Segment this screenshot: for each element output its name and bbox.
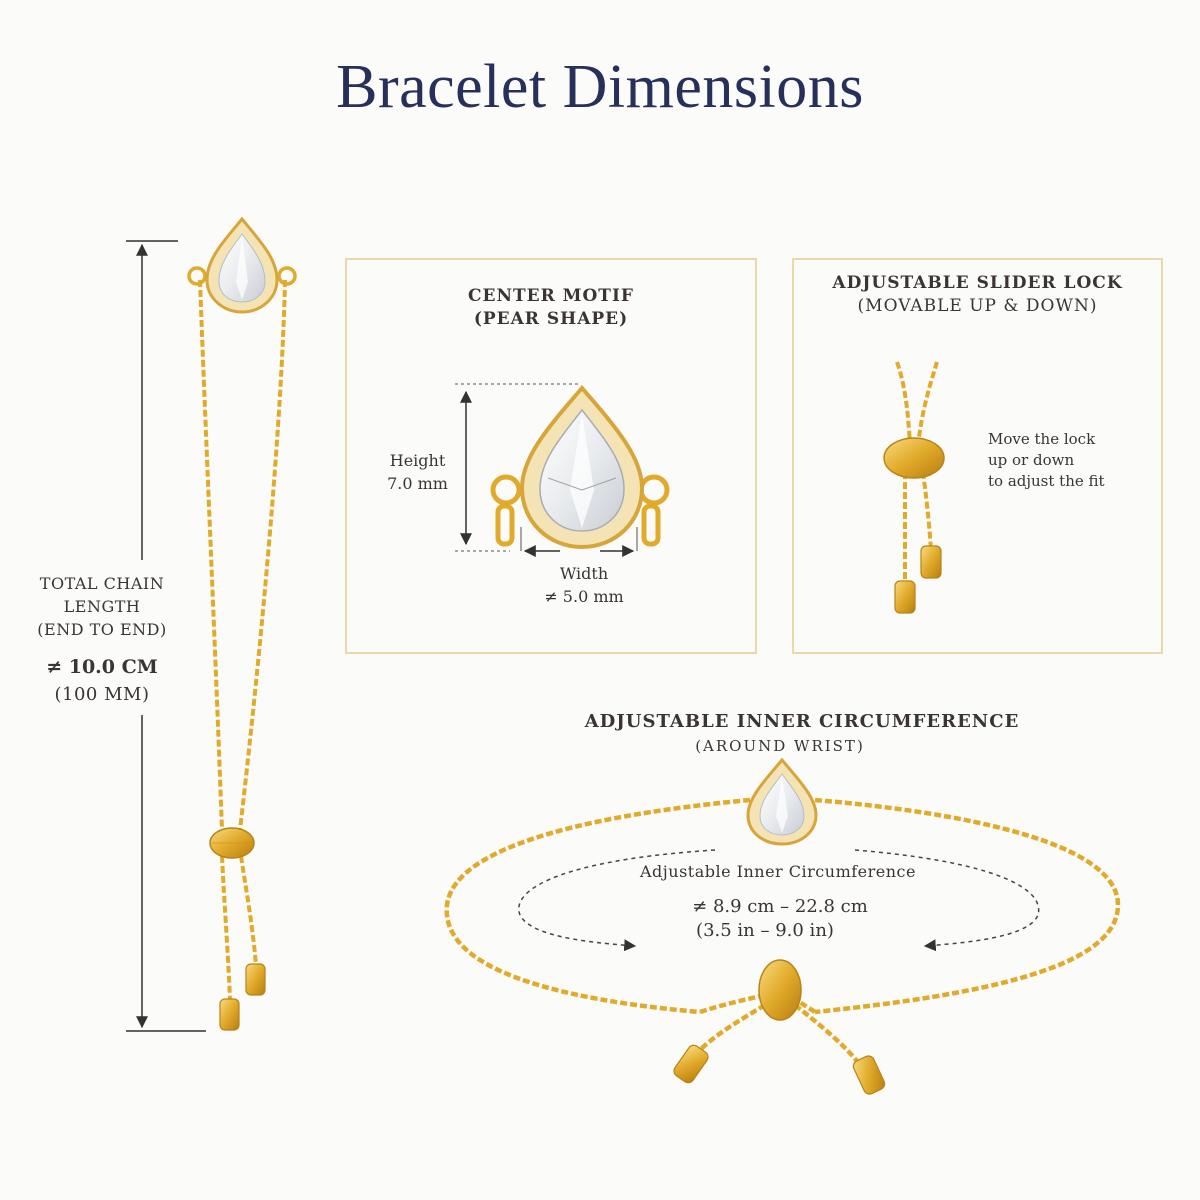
- inner-circumference-value-cm: ≠ 8.9 cm – 22.8 cm: [692, 896, 868, 917]
- height-label: Height 7.0 mm: [370, 449, 465, 495]
- total-chain-line1: TOTAL CHAIN: [39, 574, 165, 593]
- slider-bead-icon: [758, 959, 802, 1021]
- inner-circumference-subheading: (AROUND WRIST): [695, 737, 865, 755]
- slider-lock-heading: ADJUSTABLE SLIDER LOCK: [832, 273, 1123, 293]
- inner-circumference-label: Adjustable Inner Circumference: [640, 862, 916, 881]
- page-title: Bracelet Dimensions: [336, 53, 864, 121]
- center-motif-heading: CENTER MOTIF (PEAR SHAPE): [345, 285, 757, 331]
- total-chain-label: TOTAL CHAIN LENGTH (END TO END): [22, 572, 182, 641]
- width-label-text: Width: [559, 564, 609, 583]
- width-value: ≠ 5.0 mm: [544, 587, 624, 606]
- vertical-bracelet: [187, 216, 297, 1031]
- chain-end-cap-icon: [245, 963, 266, 996]
- chain-end-cap-icon: [894, 580, 916, 614]
- chain-end-cap-icon: [673, 1044, 709, 1084]
- chain-end-cap-icon: [920, 545, 942, 579]
- center-motif-illustration: [455, 383, 670, 557]
- inner-circumference-value-in: (3.5 in – 9.0 in): [696, 920, 834, 941]
- total-chain-value: ≠ 10.0 CM: [46, 656, 158, 678]
- pear-gem-icon: [519, 384, 645, 550]
- arrow-icon: [518, 849, 716, 952]
- slider-bead-icon: [209, 827, 255, 859]
- slider-lock-note: Move the lock up or down to adjust the f…: [988, 429, 1158, 492]
- pear-gem-icon: [746, 757, 818, 846]
- arrow-icon: [854, 849, 1040, 952]
- slider-lock-note-line2: up or down: [988, 451, 1075, 469]
- slider-lock-panel: [792, 258, 1163, 654]
- pear-gem-icon: [205, 216, 279, 314]
- height-value: 7.0 mm: [387, 474, 448, 493]
- chain-end-cap-icon: [852, 1055, 886, 1095]
- total-chain-line2: LENGTH: [63, 597, 141, 616]
- slider-lock-illustration: [883, 361, 945, 614]
- slider-lock-note-line3: to adjust the fit: [988, 472, 1105, 490]
- inner-circumference-heading: ADJUSTABLE INNER CIRCUMFERENCE: [584, 711, 1020, 732]
- center-motif-panel: [345, 258, 757, 654]
- center-motif-heading-line2: (PEAR SHAPE): [473, 309, 629, 329]
- center-motif-heading-line1: CENTER MOTIF: [468, 286, 634, 306]
- slider-lock-subheading: (MOVABLE UP & DOWN): [857, 296, 1098, 316]
- total-length-dimension-line: [126, 240, 206, 1032]
- circular-bracelet: [444, 757, 1121, 1095]
- width-label: Width ≠ 5.0 mm: [520, 562, 648, 608]
- height-label-text: Height: [389, 451, 446, 470]
- total-chain-value-mm: (100 MM): [54, 684, 150, 705]
- total-chain-line3: (END TO END): [37, 620, 167, 639]
- chain-end-cap-icon: [219, 998, 240, 1031]
- slider-lock-note-line1: Move the lock: [988, 430, 1096, 448]
- slider-bead-icon: [883, 437, 945, 479]
